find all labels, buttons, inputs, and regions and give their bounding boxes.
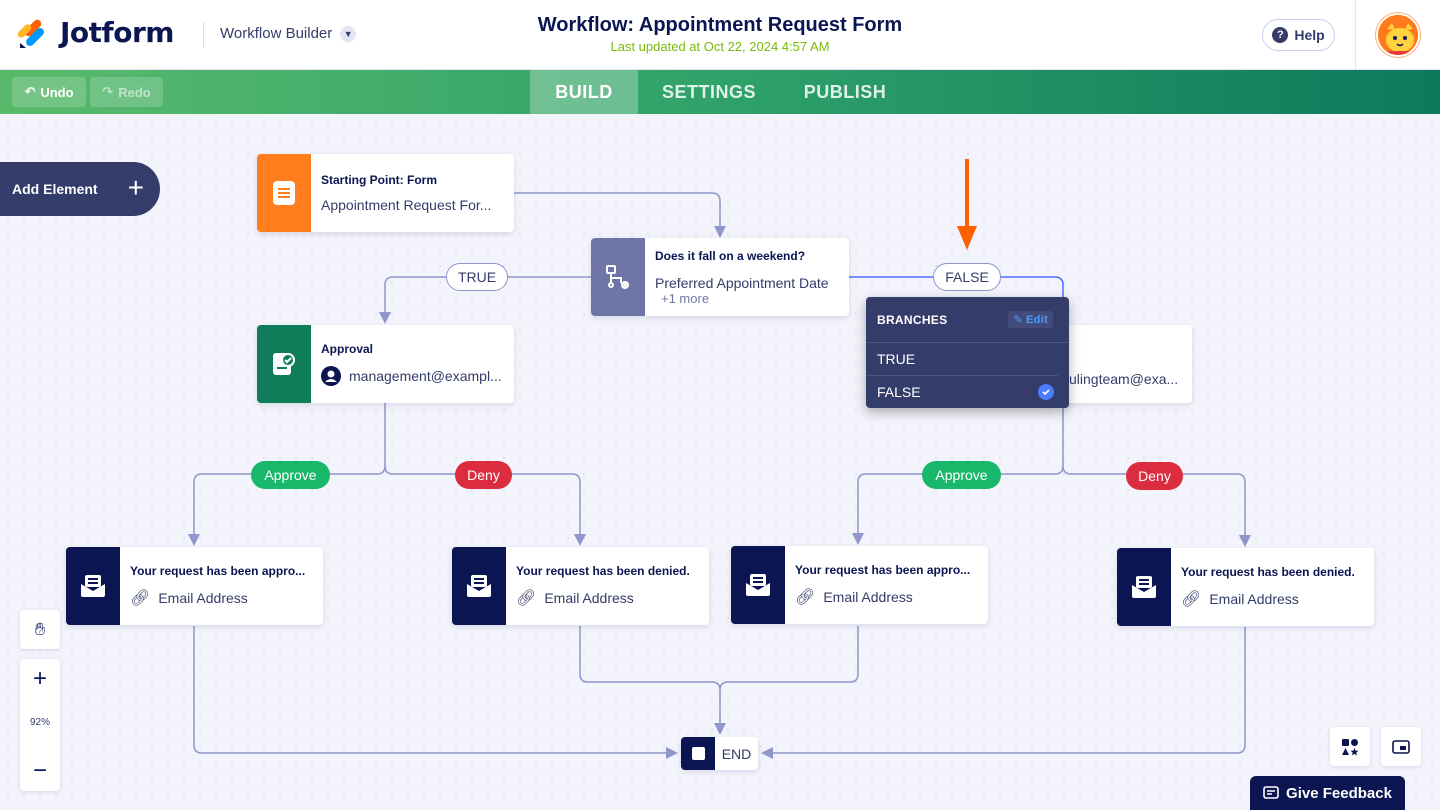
branch-label-deny[interactable]: Deny [1126,462,1183,490]
redo-label: Redo [118,84,151,100]
node-title: Your request has been denied. [516,564,690,578]
branch-label-approve[interactable]: Approve [251,461,330,489]
give-feedback-button[interactable]: Give Feedback [1250,776,1405,810]
feedback-label: Give Feedback [1286,784,1392,802]
title-block: Workflow: Appointment Request Form Last … [420,14,1020,54]
branch-label-deny[interactable]: Deny [455,461,512,489]
jotform-logo[interactable]: Jotform [18,16,174,49]
top-header: Jotform Workflow Builder ▼ Workflow: App… [0,0,1440,70]
stop-icon [681,737,715,770]
email-node-approved-left[interactable]: Your request has been appro... 🔗︎ Email A… [66,547,323,625]
link-icon: 🔗︎ [130,590,151,607]
condition-icon [591,238,645,316]
node-subtitle: Email Address [1209,591,1299,607]
elements-menu-button[interactable] [1330,727,1370,766]
approval-node[interactable]: Approval management@exampl... [257,325,514,403]
help-button[interactable]: ? Help [1262,19,1335,51]
minimap-icon [1392,739,1410,754]
branch-label-approve[interactable]: Approve [922,461,1001,489]
node-subtitle: Email Address [158,590,248,606]
minimap-toggle-button[interactable] [1381,727,1421,766]
start-node[interactable]: Starting Point: Form Appointment Request… [257,154,514,232]
edit-branches-button[interactable]: ✎ Edit [1008,311,1053,328]
branch-option-true[interactable]: TRUE [866,343,1058,375]
email-icon [1117,548,1171,626]
form-icon [257,154,311,232]
chevron-down-icon: ▼ [340,25,357,42]
jotform-logo-icon [18,19,44,48]
zoom-out-button[interactable]: − [32,757,47,784]
undo-button[interactable]: ↶ Undo [12,77,86,107]
branch-option-false[interactable]: FALSE [866,375,1058,407]
node-title: Starting Point: Form [321,173,437,187]
add-element-label: Add Element [12,181,98,197]
email-icon [66,547,120,625]
zoom-control: + − [20,659,60,791]
user-icon [321,366,341,386]
link-icon: 🔗︎ [1181,591,1202,608]
email-icon [452,547,506,625]
node-subtitle: Email Address [544,590,634,606]
builder-navbar: ↶ Undo ↷ Redo BUILD SETTINGS PUBLISH [0,70,1440,114]
link-icon: 🔗︎ [795,589,816,606]
more-conditions-link[interactable]: +1 more [661,290,710,306]
condition-node[interactable]: Does it fall on a weekend? Preferred App… [591,238,849,316]
help-label: Help [1294,27,1325,43]
branch-option-label: FALSE [877,383,921,400]
approval-icon [257,325,311,403]
email-node-approved-right[interactable]: Your request has been appro... 🔗︎ Email A… [731,546,988,624]
tab-settings[interactable]: SETTINGS [661,81,756,102]
branch-label-true[interactable]: TRUE [446,263,508,291]
node-title: Does it fall on a weekend? [655,248,806,263]
tab-build[interactable]: BUILD [530,70,638,114]
user-avatar-icon [1378,15,1418,55]
node-subtitle: Email Address [823,589,913,605]
feedback-icon [1263,786,1279,799]
check-icon [1038,384,1054,400]
email-icon [731,546,785,624]
email-node-denied-right[interactable]: Your request has been denied. 🔗︎ Email Ad… [1117,548,1374,626]
undo-icon: ↶ [24,84,36,99]
end-node[interactable]: END [681,737,758,770]
node-subtitle: management@exampl... [349,368,502,384]
divider [1355,0,1356,70]
workflow-canvas[interactable] [0,114,1440,810]
link-icon: 🔗︎ [516,590,537,607]
branches-menu: BRANCHES ✎ Edit TRUE FALSE [866,297,1069,408]
zoom-level: 92% [29,717,50,728]
logo-text: Jotform [60,16,174,49]
node-title: Approval [321,342,374,356]
plus-icon: + [127,172,144,203]
branch-label-false[interactable]: FALSE [933,263,1001,291]
add-element-button[interactable]: Add Element + [0,162,160,216]
builder-label: Workflow Builder [220,25,333,42]
redo-icon: ↷ [102,84,114,99]
shapes-icon [1342,738,1359,755]
branches-heading: BRANCHES [877,312,948,327]
zoom-in-button[interactable]: + [32,665,47,692]
divider [203,22,204,48]
branch-option-label: TRUE [877,351,916,367]
builder-switcher[interactable]: Workflow Builder ▼ [220,25,357,42]
last-updated-text: Last updated at Oct 22, 2024 4:57 AM [610,39,830,54]
node-title: Your request has been appro... [130,564,306,578]
tab-publish[interactable]: PUBLISH [803,81,887,102]
undo-label: Undo [40,84,74,100]
email-node-denied-left[interactable]: Your request has been denied. 🔗︎ Email Ad… [452,547,709,625]
pan-tool-button[interactable]: ✋︎ [20,610,60,649]
end-label: END [721,745,752,762]
page-title: Workflow: Appointment Request Form [537,14,903,36]
pencil-icon: ✎ [1013,314,1024,326]
node-subtitle: Appointment Request For... [321,197,492,213]
node-title: Your request has been appro... [795,563,971,577]
redo-button[interactable]: ↷ Redo [90,77,163,107]
node-subtitle: ulingteam@exa... [1069,371,1179,387]
avatar[interactable] [1376,13,1420,57]
hand-icon: ✋︎ [34,619,46,639]
question-icon: ? [1272,27,1289,43]
node-title: Your request has been denied. [1181,565,1355,579]
node-subtitle: Preferred Appointment Date [655,274,829,291]
edit-label: Edit [1026,313,1048,326]
